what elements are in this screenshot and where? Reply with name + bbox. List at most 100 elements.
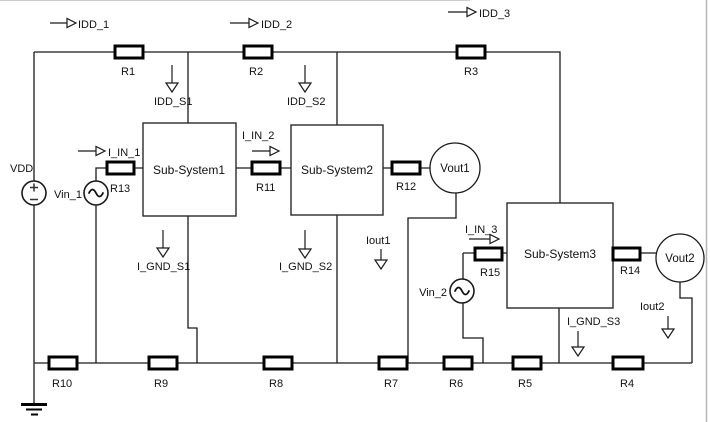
resistor-label: R10	[52, 378, 72, 390]
iin1-annotation: I_IN_1	[78, 145, 140, 159]
resistor-r3: R3	[455, 44, 487, 78]
arrow-right-icon	[489, 233, 501, 245]
resistor-r2: R2	[242, 44, 274, 78]
arrow-down-icon	[373, 259, 389, 271]
subsystem1-block: Sub-System1	[142, 122, 237, 217]
idd2-annotation: IDD_2	[230, 17, 292, 31]
subsystem2-label: Sub-System2	[301, 163, 373, 177]
vout2-probe: Vout2	[655, 233, 705, 283]
idd3-annotation: IDD_3	[448, 6, 510, 20]
vout1-circle	[429, 142, 481, 194]
resistor-label: R4	[620, 378, 634, 390]
resistor-body	[250, 160, 282, 176]
iout1-label: Iout1	[366, 235, 390, 247]
resistor-body	[113, 44, 145, 60]
iout2-label: Iout2	[640, 301, 664, 313]
vdd-top-rail	[34, 51, 561, 203]
vout2-return-wire	[679, 282, 693, 363]
resistor-label: R2	[249, 66, 263, 78]
iout1-annotation: Iout1	[366, 235, 390, 271]
vin2-label: Vin_2	[419, 287, 447, 299]
idd1-label: IDD_1	[78, 19, 109, 31]
resistor-label: R14	[620, 265, 640, 277]
subsystem3-box	[506, 202, 614, 309]
plus-icon	[30, 183, 38, 192]
vdd-source-icon	[21, 180, 47, 206]
arrow-down-icon	[297, 82, 313, 94]
resistor-body	[442, 355, 474, 371]
resistor-r10: R10	[47, 355, 79, 390]
idd1-annotation: IDD_1	[50, 17, 109, 31]
resistor-body	[511, 355, 543, 371]
subsystem3-block: Sub-System3	[506, 202, 614, 309]
vout2-label: Vout2	[665, 253, 694, 265]
ss1-ground-wire	[187, 216, 198, 363]
idds1-label: IDD_S1	[154, 96, 193, 108]
arrow-right-icon	[66, 17, 78, 29]
vout1-return-wire	[407, 190, 457, 363]
vout1-label: Vout1	[440, 163, 469, 175]
resistor-body	[377, 355, 409, 371]
vin1-source: Vin_1	[54, 180, 109, 206]
resistor-label: R1	[121, 66, 135, 78]
vdd-label: VDD	[10, 163, 33, 175]
subsystem1-box	[142, 122, 237, 217]
resistor-r8: R8	[262, 355, 294, 390]
vout2-circle	[655, 233, 705, 283]
resistor-r6: R6	[442, 355, 474, 390]
iin1-label: I_IN_1	[108, 147, 140, 159]
resistor-r14: R14	[611, 246, 642, 277]
resistor-body	[455, 44, 487, 60]
idds2-label: IDD_S2	[287, 96, 326, 108]
vout1-probe: Vout1	[429, 142, 481, 194]
arrow-down-icon	[297, 248, 313, 260]
sine-icon	[88, 188, 104, 198]
ground-icon	[21, 363, 47, 416]
ignds3-label: I_GND_S3	[567, 316, 620, 328]
resistor-body	[47, 355, 79, 371]
ignds2-label: I_GND_S2	[279, 261, 332, 273]
sine-icon	[454, 286, 470, 296]
resistor-body	[611, 355, 645, 371]
idd2-label: IDD_2	[261, 19, 292, 31]
idd3-label: IDD_3	[479, 8, 510, 20]
resistor-body	[390, 160, 422, 176]
ignds1-annotation: I_GND_S1	[137, 230, 190, 273]
resistor-r4: R4	[611, 355, 645, 390]
resistor-r12: R12	[390, 160, 422, 193]
resistor-r11: R11	[250, 160, 282, 194]
arrow-right-icon	[248, 17, 260, 29]
subsystem2-block: Sub-System2	[290, 124, 384, 216]
arrow-right-icon	[466, 6, 478, 18]
resistor-body	[473, 246, 504, 262]
resistor-body	[242, 44, 274, 60]
resistor-label: R3	[464, 66, 478, 78]
resistor-body	[105, 160, 136, 176]
iin3-label: I_IN_3	[465, 224, 497, 236]
resistor-label: R9	[154, 378, 168, 390]
arrow-down-icon	[660, 328, 676, 340]
arrow-down-icon	[164, 82, 180, 94]
idds1-annotation: IDD_S1	[154, 65, 193, 108]
resistor-r15: R15	[473, 246, 504, 279]
arrow-down-icon	[570, 346, 586, 358]
arrow-right-icon	[95, 145, 107, 157]
subsystem2-box	[290, 124, 384, 216]
ignds3-annotation: I_GND_S3	[567, 316, 620, 358]
vin2-source: Vin_2	[419, 278, 475, 304]
resistor-label: R11	[256, 182, 275, 194]
iout2-annotation: Iout2	[640, 301, 676, 340]
arrow-down-icon	[155, 247, 171, 259]
resistor-label: R12	[396, 181, 416, 193]
vin1-label: Vin_1	[54, 189, 82, 201]
resistor-body	[147, 355, 179, 371]
resistor-body	[262, 355, 294, 371]
resistor-label: R13	[110, 183, 130, 195]
resistor-label: R6	[449, 378, 463, 390]
resistor-label: R7	[384, 378, 398, 390]
subsystem3-label: Sub-System3	[524, 247, 596, 261]
iin2-annotation: I_IN_2	[242, 130, 281, 157]
idds2-annotation: IDD_S2	[287, 65, 326, 108]
